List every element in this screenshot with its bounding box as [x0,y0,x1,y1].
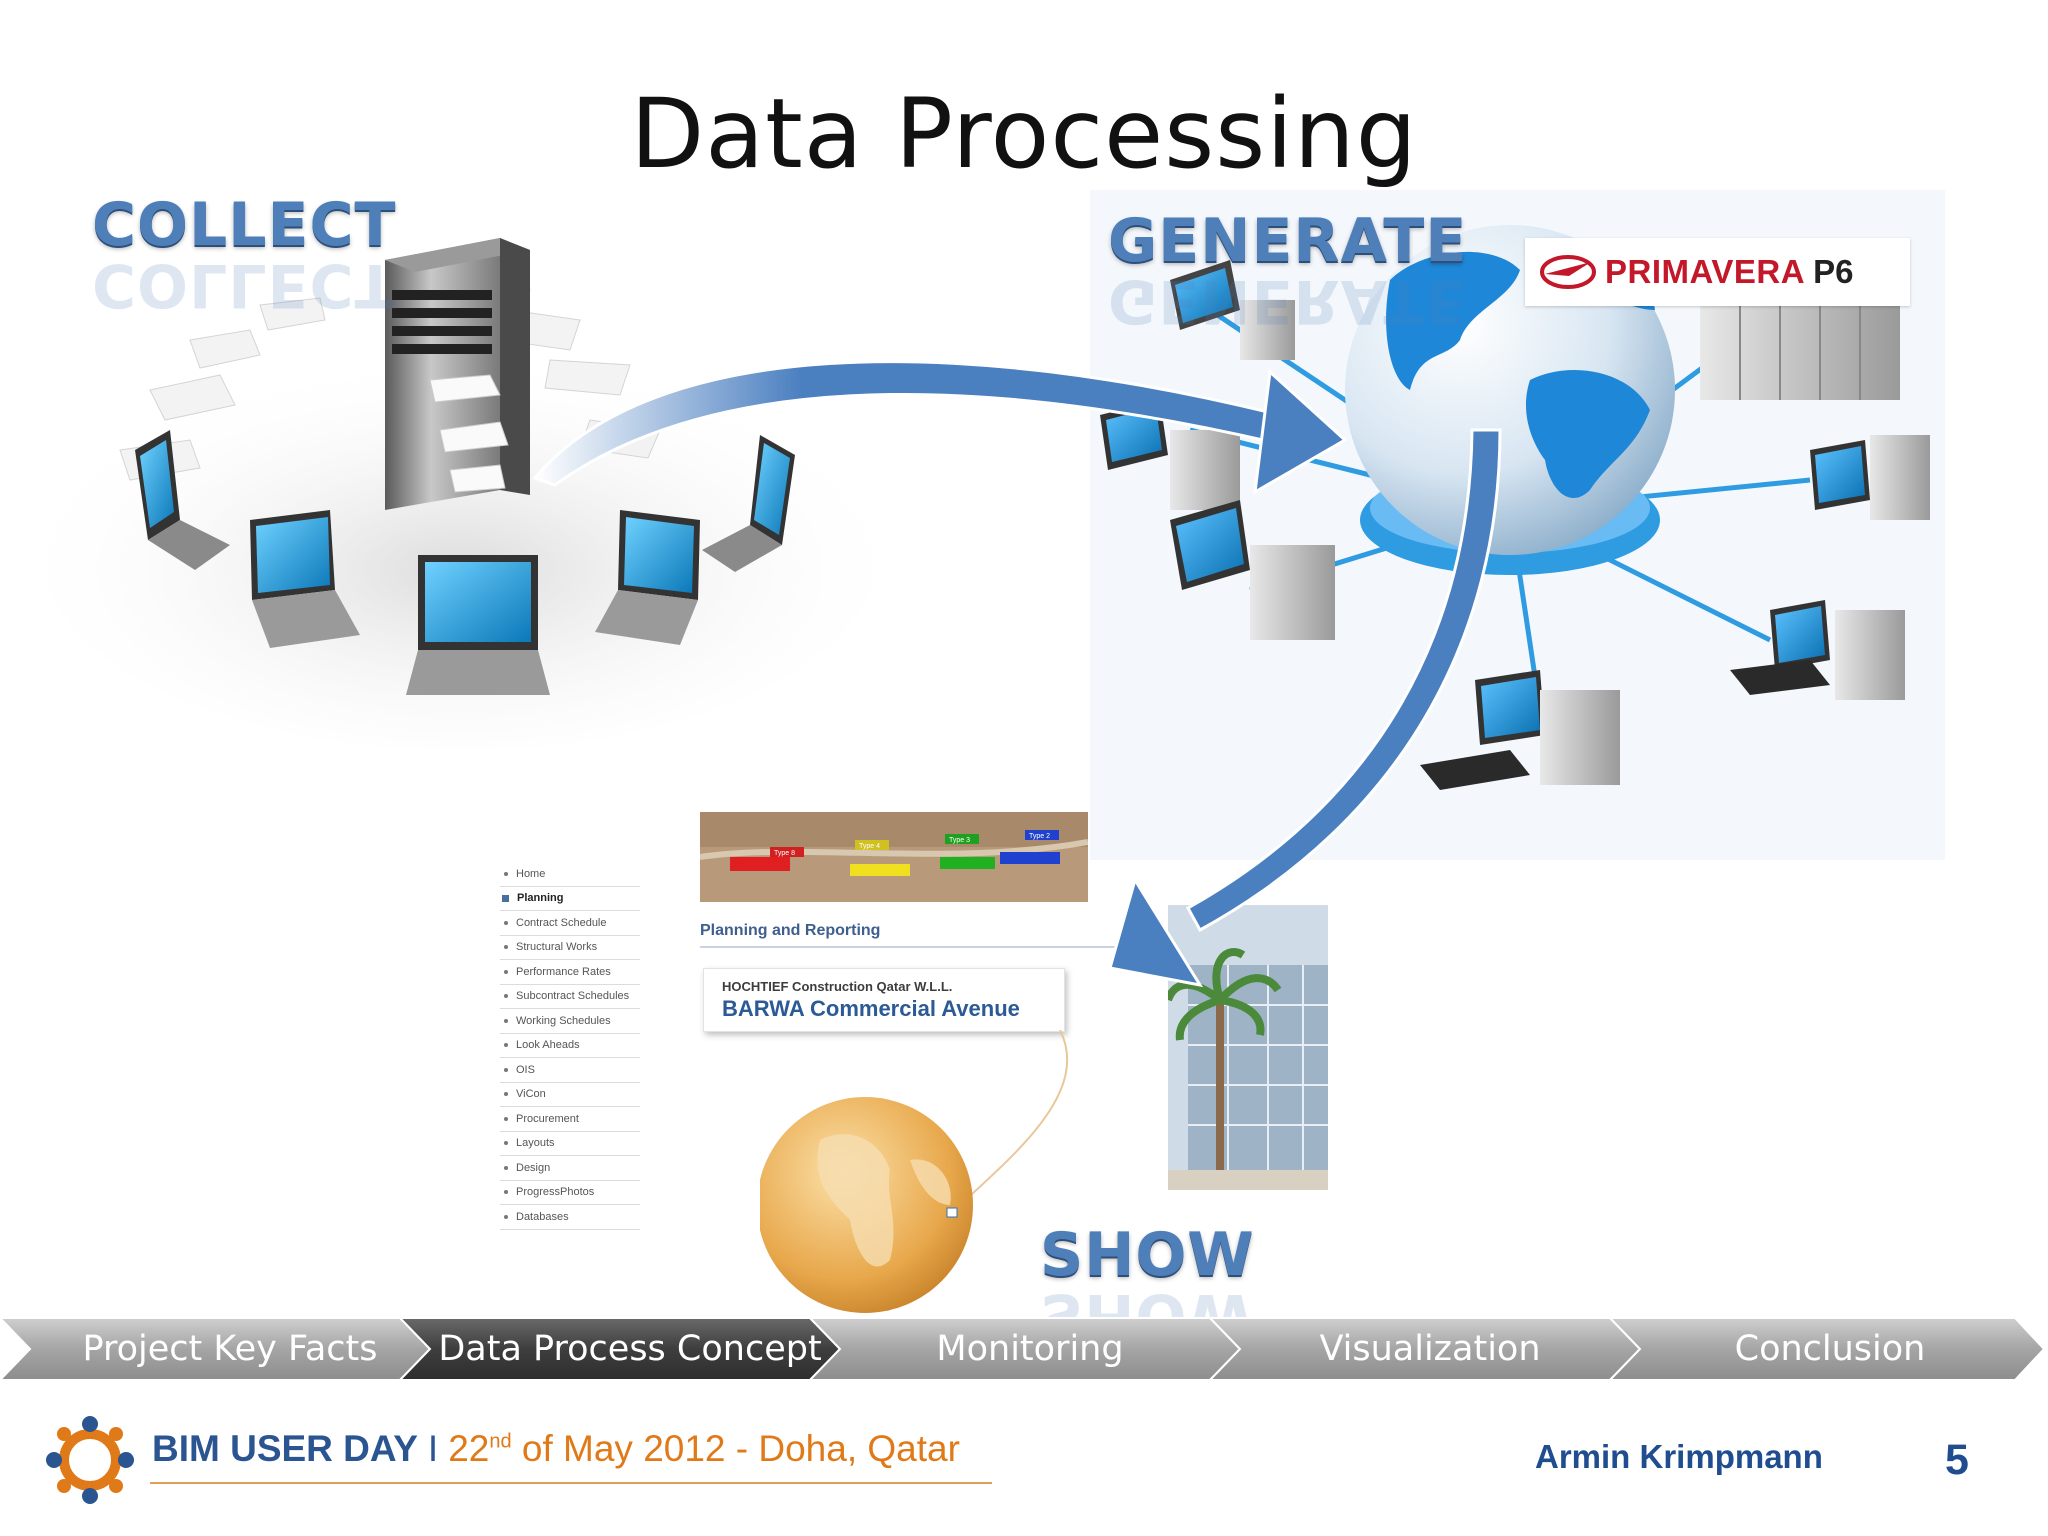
nav-item-ois[interactable]: OIS [500,1058,640,1083]
network-computer-icon [1170,500,1335,640]
process-chevron-bar [0,1317,2046,1381]
project-card: HOCHTIEF Construction Qatar W.L.L. BARWA… [703,968,1065,1032]
page-number: 5 [1945,1436,1969,1484]
laptop-icon [595,510,700,645]
network-computer-icon [1420,670,1620,790]
nav-item-progress-photos[interactable]: ProgressPhotos [500,1181,640,1205]
step-conclusion[interactable]: Conclusion [1734,1329,1926,1369]
map-tag: Type 4 [859,843,880,850]
bim-logo-icon [46,1416,134,1504]
nav-item-subcontract-schedules[interactable]: Subcontract Schedules [500,985,640,1009]
nav-item-design[interactable]: Design [500,1156,640,1181]
collect-illustration [40,238,880,750]
event-date: 22nd of May 2012 - Doha, Qatar [448,1428,960,1469]
laptop-icon [135,430,230,570]
nav-item-structural-works[interactable]: Structural Works [500,936,640,960]
network-computer-icon [1100,400,1240,510]
nav-item-layouts[interactable]: Layouts [500,1132,640,1156]
nav-item-contract-schedule[interactable]: Contract Schedule [500,911,640,936]
nav-item-vicon[interactable]: ViCon [500,1083,640,1107]
website-heading: Planning and Reporting [700,922,1115,948]
map-tag: Type 3 [949,837,970,844]
step-monitoring[interactable]: Monitoring [936,1329,1124,1369]
event-separator: I [427,1428,439,1469]
server-icon [385,238,530,510]
event-name: BIM USER DAY [152,1428,418,1469]
laptop-icon [406,555,550,695]
earth-globe-icon [760,1097,973,1313]
generate-label: GENERATE GENERATE [1108,206,1468,336]
footer-divider [150,1482,992,1484]
network-computer-icon [1810,435,1930,520]
map-tag: Type 2 [1029,833,1050,840]
building-render [1168,905,1328,1190]
map-tag: Type 8 [774,850,795,857]
step-project-key-facts[interactable]: Project Key Facts [82,1329,378,1369]
nav-item-working-schedules[interactable]: Working Schedules [500,1009,640,1034]
network-computer-icon [1170,260,1295,360]
project-name: BARWA Commercial Avenue [722,996,1020,1021]
laptop-icon [250,510,360,648]
slide-title: Data Processing [630,78,1418,190]
show-label: SHOW SHOW [1040,1220,1255,1350]
step-chevron-5[interactable] [1607,1317,2046,1381]
presenter-name: Armin Krimpmann [1535,1438,1823,1475]
nav-item-planning[interactable]: Planning [500,887,640,911]
primavera-mark-icon [1540,255,1596,289]
company-name: HOCHTIEF Construction Qatar W.L.L. [722,979,953,994]
earth-globe-illustration [760,1030,1069,1313]
step-visualization[interactable]: Visualization [1319,1329,1541,1369]
primavera-logo: PRIMAVERA P6 [1525,238,1910,306]
network-computer-icon [1700,290,1900,400]
nav-item-procurement[interactable]: Procurement [500,1107,640,1132]
network-computer-icon [1730,600,1905,700]
aerial-map-strip: Type 8 Type 4 Type 3 Type 2 [700,812,1088,902]
step-data-process-concept[interactable]: Data Process Concept [438,1329,822,1369]
nav-item-look-aheads[interactable]: Look Aheads [500,1034,640,1058]
nav-item-databases[interactable]: Databases [500,1205,640,1230]
collect-label: COLLECT COLLECT [92,190,397,320]
nav-item-home[interactable]: Home [500,862,640,887]
website-nav: Home Planning Contract Schedule Structur… [500,862,640,1230]
nav-item-performance-rates[interactable]: Performance Rates [500,960,640,985]
primavera-version: P6 [1813,253,1854,290]
primavera-brand: PRIMAVERA [1605,253,1806,290]
